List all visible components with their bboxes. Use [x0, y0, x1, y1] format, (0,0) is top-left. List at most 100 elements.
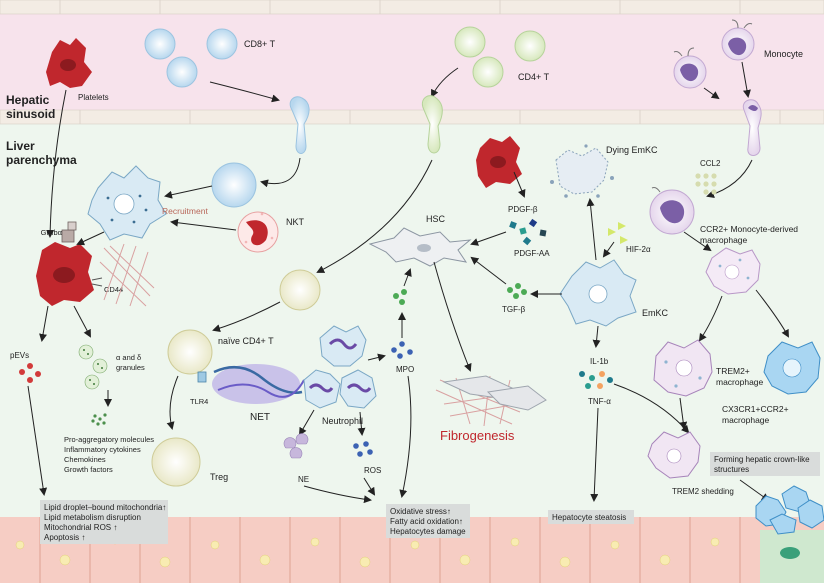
neutrophils-icon — [303, 325, 377, 409]
ccr2-mac-label-2: macrophage — [700, 235, 748, 245]
endothelium-bottom — [0, 109, 824, 125]
mpo-icon — [391, 341, 413, 359]
cx3cr1-macrophage-icon — [763, 341, 821, 395]
pdgf-aa-label: PDGF-AA — [514, 249, 550, 258]
molecules-line-4: Growth factors — [64, 465, 113, 474]
arrow-emkc-to-il1b — [592, 325, 601, 348]
trem2-shedding-icon — [647, 431, 701, 479]
crown-like-structure-icon — [755, 485, 824, 535]
tgf-label: TGF-β — [502, 305, 526, 314]
arrow-tgf-to-hsc — [470, 256, 507, 285]
hif-label: HIF-2α — [626, 245, 651, 254]
hsc-label: HSC — [426, 214, 446, 224]
cx3-mac-label-1: CX3CR1+CCR2+ — [722, 404, 789, 414]
cd8-transmigrating-icon — [289, 96, 310, 154]
trem2-shedding-label: TREM2 shedding — [672, 487, 734, 496]
liver-parenchyma-label-1: Liver — [6, 139, 35, 153]
molecules-dots-icon — [91, 413, 107, 426]
pevs-label: pEVs — [10, 351, 29, 360]
arrow-cd4-to-naive-t — [212, 301, 281, 333]
arrow-monocyte-down-1 — [703, 87, 720, 100]
oxidative-line-2: Fatty acid oxidation↑ — [390, 517, 463, 526]
endothelium-top — [0, 0, 824, 15]
hepatic-sinusoid-label-2: sinusoid — [6, 107, 55, 121]
hsc-cell-icon — [368, 227, 472, 267]
arrow-mac-to-trem2 — [698, 295, 723, 342]
nkt-cell-icon — [237, 211, 279, 253]
steatosis-line-1: Hepatocyte steatosis — [552, 513, 626, 522]
ccr2-monocyte-icon — [649, 187, 695, 235]
steatosis-box — [548, 510, 634, 524]
arrow-kupffer-to-platelet — [76, 231, 105, 246]
mpo-label: MPO — [396, 365, 414, 374]
arrow-cd8-transmigrating-down — [260, 157, 301, 188]
pdgf-b-label: PDGF-β — [508, 205, 538, 214]
recruitment-label: Recruitment — [162, 206, 208, 216]
naive-cd4-t-icon — [167, 329, 213, 383]
ccl2-label: CCL2 — [700, 159, 721, 168]
ne-icon — [283, 433, 309, 459]
platelet-sinusoid-icon — [46, 38, 92, 88]
arrow-nkt-to-kupffer — [170, 218, 237, 231]
pdgf-squares-icon — [509, 218, 547, 246]
cx3-mac-label-2: macrophage — [722, 415, 770, 425]
crown-like-box — [710, 452, 820, 476]
arrow-platelet-to-pevs — [39, 305, 49, 342]
arrow-neutrophil-to-mpo — [367, 353, 386, 362]
arrow-cd4-to-endothelium — [431, 67, 459, 98]
net-label: NET — [250, 412, 270, 423]
cd8-t-cells-icon — [144, 28, 238, 88]
ccl2-dots-icon — [695, 173, 717, 195]
monocyte-label: Monocyte — [764, 49, 803, 59]
molecules-line-1: Pro-aggregatory molecules — [64, 435, 154, 444]
naive-cd4-label: naïve CD4+ T — [218, 336, 274, 346]
monocyte-derived-macrophage-icon — [705, 247, 761, 295]
molecules-line-2: Inflammatory cytokines — [64, 445, 141, 454]
tlr4-label: TLR4 — [190, 397, 208, 406]
arrow-cytokines-to-steatosis — [590, 407, 599, 502]
ne-label: NE — [298, 475, 309, 484]
nkt-label: NKT — [286, 217, 305, 227]
arrow-neutrophil-to-ne — [298, 409, 315, 436]
trem2-macrophage-icon — [653, 339, 713, 397]
cd8-label: CD8+ T — [244, 39, 276, 49]
crown-line-2: structures — [714, 465, 749, 474]
fibrogenesis-fibers-icon — [435, 375, 547, 427]
arrow-platelet-to-pdgf — [513, 171, 526, 198]
oxidative-box — [386, 504, 470, 538]
arrow-cd4-to-naive — [316, 159, 433, 273]
arrow-green-dots-to-hsc — [403, 268, 412, 287]
cytokine-dots-icon — [579, 371, 613, 389]
adherent-platelet-icon — [36, 242, 94, 306]
arrow-ros-to-oxidative — [363, 477, 376, 496]
arrow-trem2-to-shed — [679, 397, 688, 430]
cd44-label: CD44 — [104, 285, 123, 294]
treg-label: Treg — [210, 472, 228, 482]
lipid-box-line-3: Mitochondrial ROS ↑ — [44, 523, 117, 532]
arrow-hsc-to-fibrogenesis — [433, 261, 472, 372]
arrow-pdgf-to-hsc — [470, 231, 507, 246]
cd44-receptor-icon — [91, 277, 103, 287]
arrow-neutrophil-to-ros — [357, 411, 366, 436]
cd4-t-cells-icon — [454, 26, 546, 88]
fibrogenesis-label: Fibrogenesis — [440, 428, 515, 443]
cd4-label: CD4+ T — [518, 72, 550, 82]
granules-label-1: α and δ — [116, 353, 141, 362]
lipid-box-line-1: Lipid droplet–bound mitochondria↑ — [44, 503, 166, 512]
arrow-platelet-to-granules — [73, 305, 91, 338]
monocytes-icon — [673, 19, 755, 89]
arrow-pevs-to-lipid-box — [27, 385, 48, 496]
gpiba-receptor-icon — [61, 221, 77, 243]
arrow-emkc-to-dying — [586, 198, 597, 261]
arrow-cd8-to-endothelium — [209, 81, 280, 103]
liver-parenchyma-label-2: parenchyma — [6, 153, 77, 167]
platelets-label: Platelets — [78, 93, 109, 102]
collagen-mesh-left-icon — [99, 243, 155, 307]
lipid-box-line-4: Apoptosis ↑ — [44, 533, 85, 542]
dying-emkc-icon — [550, 144, 614, 198]
emkc-label: EmKC — [642, 308, 669, 318]
lipid-effects-box — [40, 500, 168, 544]
arrow-cd8-to-kupffer — [164, 185, 213, 199]
